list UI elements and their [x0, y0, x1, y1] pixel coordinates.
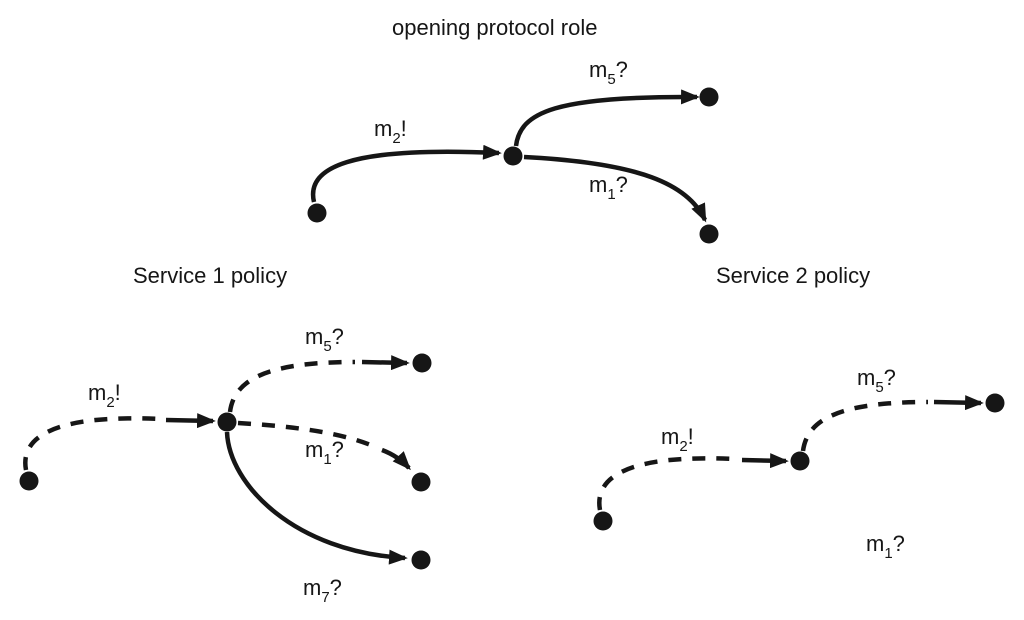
floating-label-m1-receive: m1? [866, 531, 905, 562]
edge-arrow-m5-receive [933, 395, 984, 411]
service1-title: Service 1 policy [133, 263, 287, 288]
state-node-mid [217, 412, 237, 432]
edge-arc-m7-receive [224, 431, 408, 565]
state-node-start [307, 203, 327, 223]
edge-label-m2-send: m2! [88, 380, 121, 411]
edge-arc-m2-send-dashed [23, 416, 161, 471]
state-node-upper-end [699, 87, 719, 107]
edge-label-m1-receive: m1? [589, 172, 628, 203]
edge-label-m2-send: m2! [374, 116, 407, 147]
edge-arc-m1-receive [523, 154, 708, 223]
edge-label-m5-receive: m5? [589, 57, 628, 88]
edge-label-m1-receive: m1? [305, 437, 344, 468]
state-node-upper-end [412, 353, 432, 373]
state-node-start [593, 511, 613, 531]
edge-arc-m1-receive-dashed [237, 420, 379, 451]
edge-arc-m2-send-dashed [597, 456, 735, 511]
edge-label-m5-receive: m5? [857, 365, 896, 396]
state-node-start [19, 471, 39, 491]
edge-arc-m5-receive-dashed [227, 359, 356, 413]
edge-arc-m5-receive [513, 89, 700, 147]
edge-arc-m5-receive-dashed [800, 399, 929, 452]
opening-protocol-role-diagram: opening protocol role m2! m5? m1? [307, 15, 719, 244]
state-node-mid [790, 451, 810, 471]
edge-arrow-m5-receive [361, 355, 410, 371]
state-node-mid-end [411, 472, 431, 492]
edge-label-m5-receive: m5? [305, 324, 344, 355]
edge-arrow-m1-receive [381, 447, 411, 471]
edge-arc-m2-send [310, 144, 502, 203]
state-node-end [985, 393, 1005, 413]
edge-label-m7-receive: m7? [303, 575, 342, 606]
edge-arrow-m2-send [741, 453, 789, 469]
state-node-lower-end [411, 550, 431, 570]
protocol-title: opening protocol role [392, 15, 597, 40]
edge-label-m2-send: m2! [661, 424, 694, 455]
service2-title: Service 2 policy [716, 263, 870, 288]
state-node-mid [503, 146, 523, 166]
edge-arrow-m2-send [165, 413, 216, 429]
state-node-lower-end [699, 224, 719, 244]
service1-policy-diagram: Service 1 policy m2! m5? m1? m7? [19, 263, 432, 606]
service2-policy-diagram: Service 2 policy m2! m5? m1? [593, 263, 1005, 562]
